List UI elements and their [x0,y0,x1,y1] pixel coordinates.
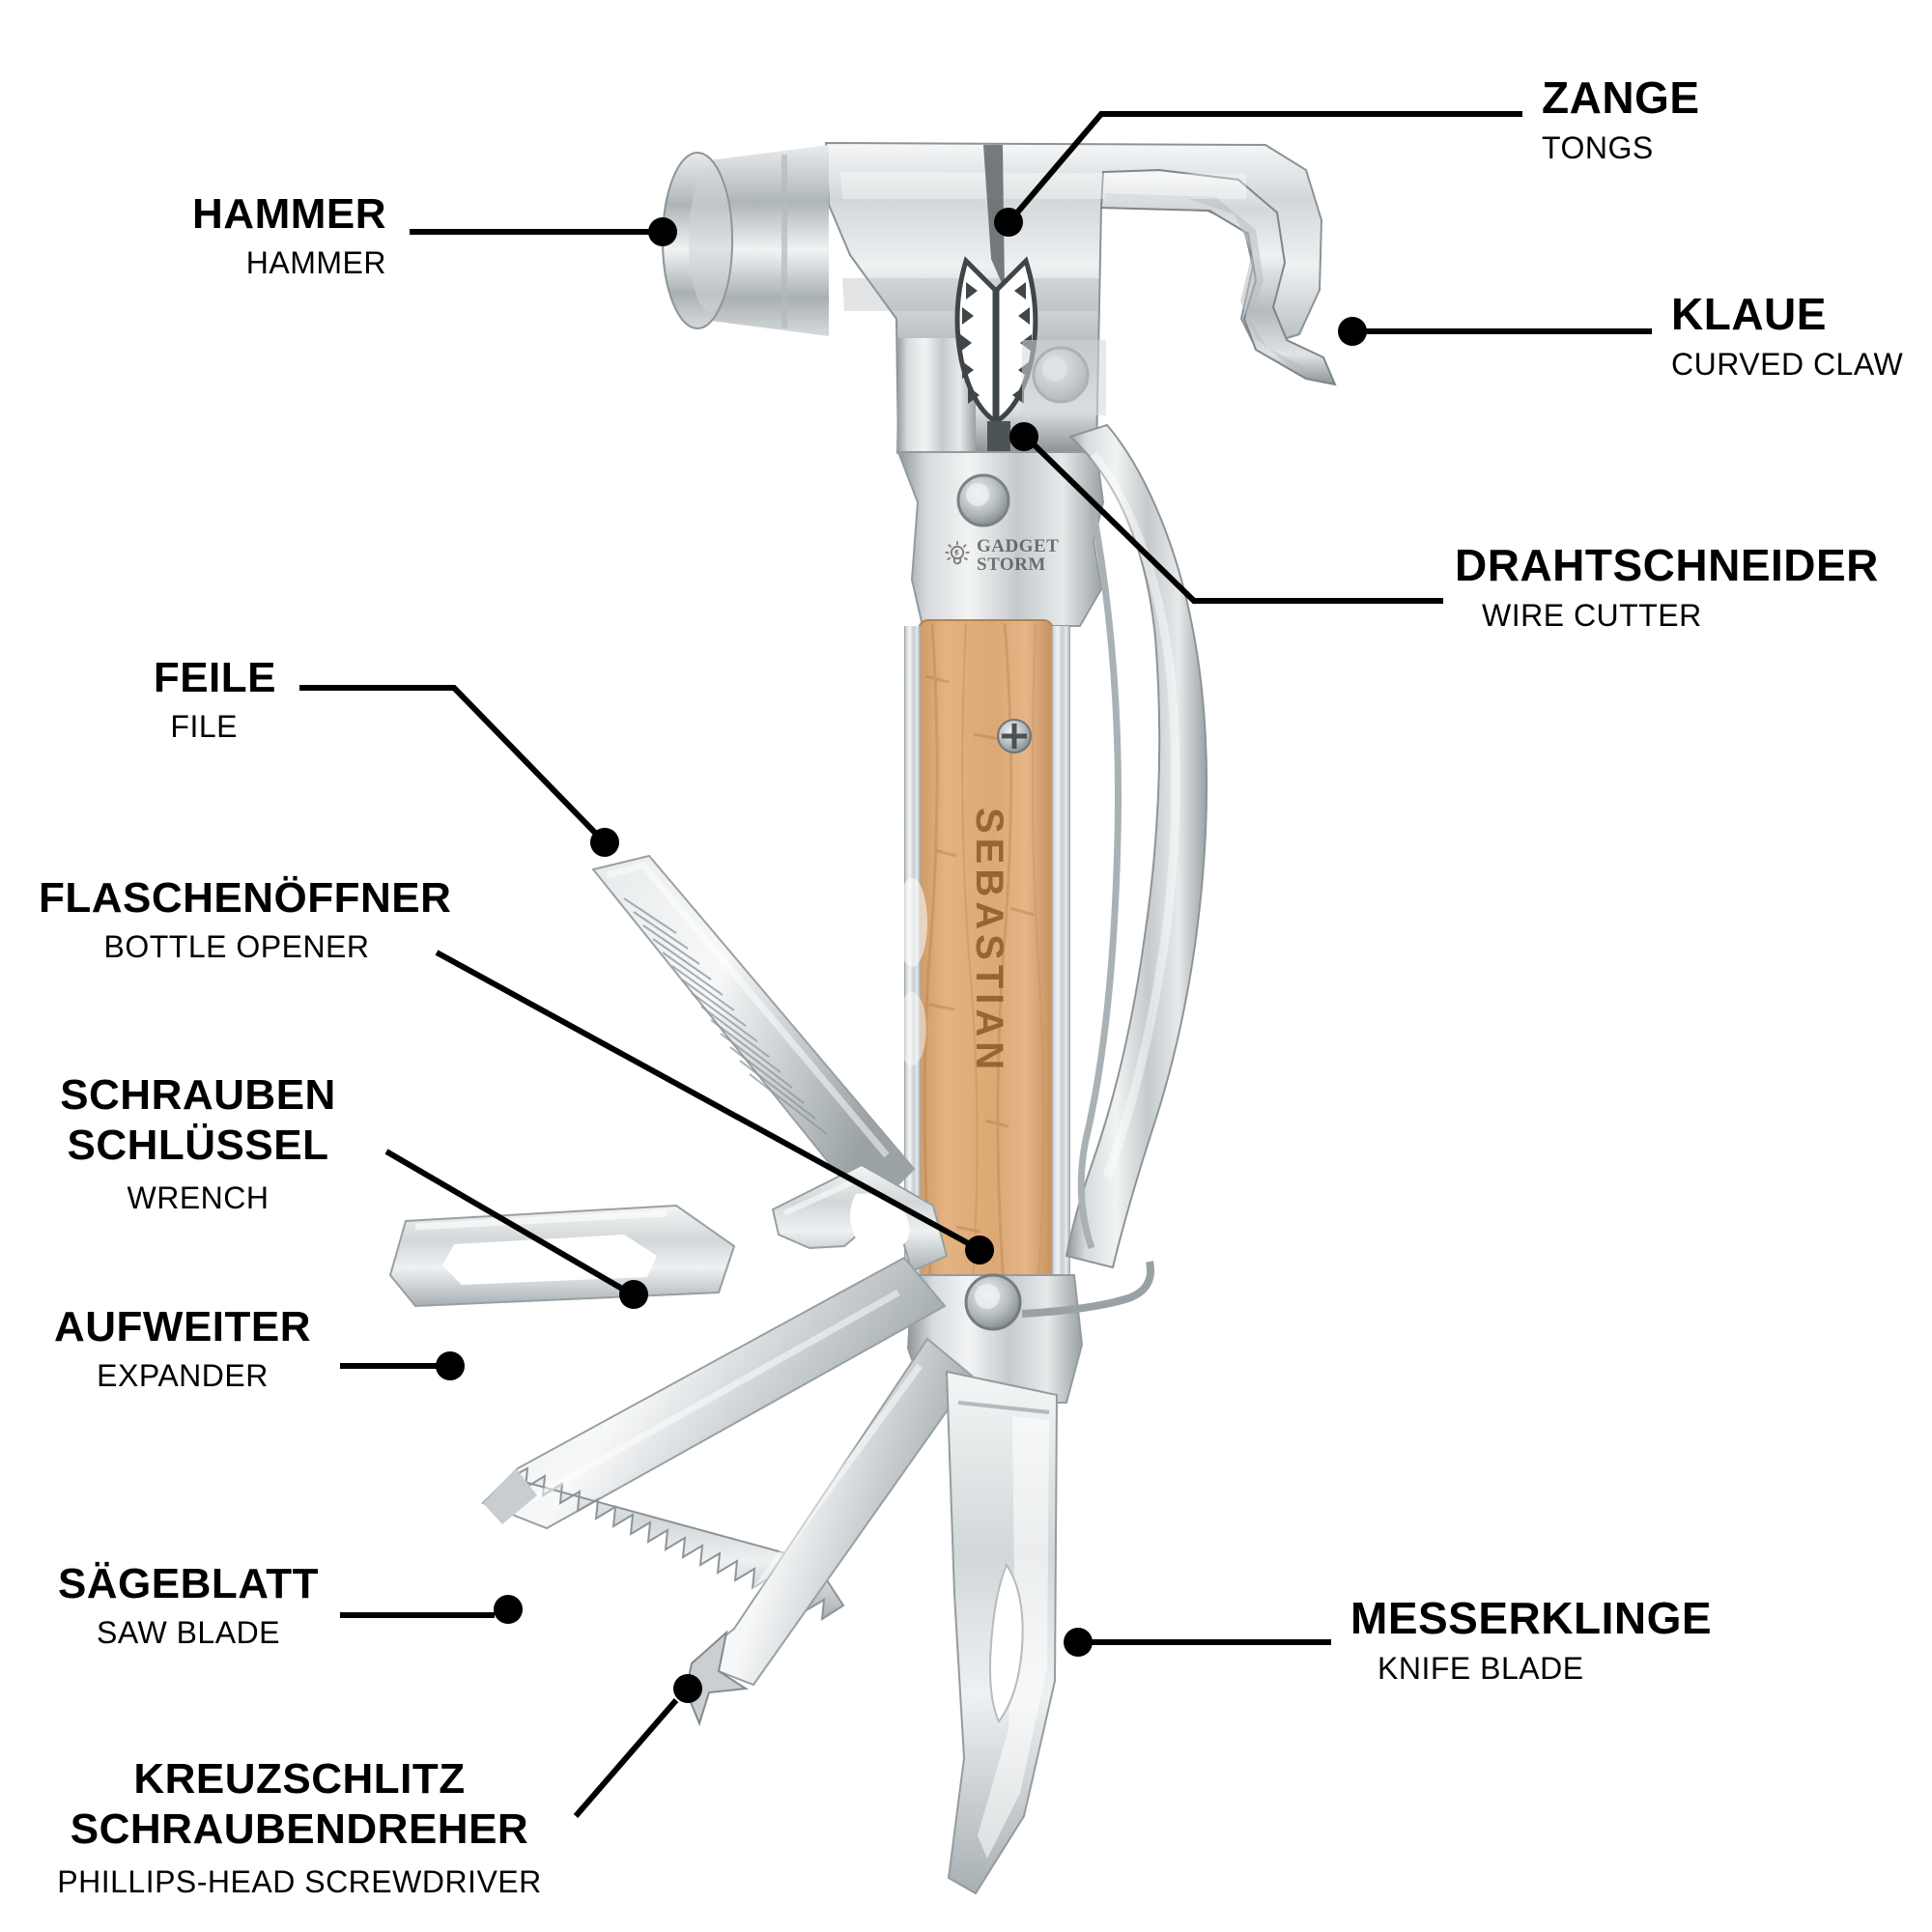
tool-body [388,141,1337,1895]
callout-hammer: HAMMER HAMMER [0,190,386,280]
callout-kreuzschlitz: KREUZSCHLITZ SCHRAUBENDREHER PHILLIPS-HE… [29,1754,570,1897]
callout-zange: ZANGE TONGS [1542,75,1928,163]
callout-zange-en: TONGS [1542,130,1654,165]
callout-feile: FEILE FILE [0,654,276,744]
callout-saegeblatt-de: SÄGEBLATT [57,1560,320,1607]
rivet-lower [964,1273,1022,1331]
hammer-face [662,145,829,336]
callout-saegeblatt: SÄGEBLATT SAW BLADE [39,1560,338,1650]
file-tool [591,854,916,1215]
callout-schraubenschluessel-en: WRENCH [127,1179,270,1215]
callout-kreuzschlitz-en: PHILLIPS-HEAD SCREWDRIVER [57,1863,542,1899]
callout-flaschenoeffner-de: FLASCHENÖFFNER [39,874,452,922]
callout-feile-de: FEILE [153,654,276,701]
blade-thumb-hole [989,1562,1024,1723]
callout-schraubenschluessel: SCHRAUBEN SCHLÜSSEL WRENCH [29,1070,367,1213]
leader-feile [299,685,619,857]
latch-hook [1021,1261,1154,1318]
leader-drahtschneider [1009,422,1443,604]
wrench-cut [442,1235,657,1285]
knife-blade-tool [945,1370,1059,1895]
handle-screw [997,719,1032,753]
leader-zange [994,111,1522,237]
hammer-neck [896,338,976,454]
rivet-mid [956,473,1010,527]
callout-drahtschneider: DRAHTSCHNEIDER WIRE CUTTER [1455,543,1932,631]
bottle-opener-tool [771,1163,949,1273]
brand-logo-line1: GADGET [977,536,1060,556]
leader-saegeblatt [340,1595,523,1624]
callout-messerklinge-en: KNIFE BLADE [1378,1651,1584,1686]
tong-jaw-left [954,256,998,426]
callout-aufweiter-en: EXPANDER [97,1358,269,1393]
leader-flaschenoeffner [435,950,994,1264]
callout-drahtschneider-de: DRAHTSCHNEIDER [1455,540,1879,590]
callout-flaschenoeffner: FLASCHENÖFFNER BOTTLE OPENER [39,874,452,964]
callout-zange-de: ZANGE [1542,72,1700,123]
phillips-screwdriver-tool [684,1337,974,1726]
callout-hammer-en: HAMMER [245,245,386,280]
callout-messerklinge-de: MESSERKLINGE [1350,1593,1713,1643]
callout-klaue-de: KLAUE [1671,289,1827,339]
leader-hammer [410,217,677,246]
brand-logo-line2: STORM [977,554,1046,575]
callout-klaue: KLAUE CURVED CLAW [1671,292,1932,380]
callout-flaschenoeffner-en: BOTTLE OPENER [103,929,370,964]
callout-messerklinge: MESSERKLINGE KNIFE BLADE [1350,1596,1853,1684]
brand-logo: GADGET STORM [945,537,1059,574]
engraved-name: SEBASTIAN [968,808,1010,1075]
spring-wire [1077,501,1122,1250]
lightbulb-icon [945,541,970,565]
hammer-head-group [662,141,1337,454]
callout-drahtschneider-en: WIRE CUTTER [1482,598,1702,633]
file-teeth [623,897,828,1135]
callout-aufweiter-de: AUFWEITER [53,1303,312,1350]
callout-schraubenschluessel-de: SCHRAUBEN SCHLÜSSEL [60,1071,336,1169]
callout-feile-en: FILE [170,709,238,744]
leader-aufweiter [340,1351,465,1380]
leader-klaue [1338,317,1652,346]
callout-hammer-de: HAMMER [192,190,386,238]
leader-messerklinge [1064,1628,1331,1657]
handle-wood [896,619,1070,1320]
callout-kreuzschlitz-de: KREUZSCHLITZ SCHRAUBENDREHER [70,1755,529,1853]
opener-hook-cut [850,1193,910,1251]
leader-schraubenschluessel [384,1149,648,1309]
callout-klaue-en: CURVED CLAW [1671,347,1904,382]
leader-lines [299,111,1652,1818]
frame-upper [896,340,1106,627]
callout-aufweiter: AUFWEITER EXPANDER [29,1303,336,1393]
callout-saegeblatt-en: SAW BLADE [96,1615,281,1650]
leader-kreuzschlitz [573,1674,702,1818]
